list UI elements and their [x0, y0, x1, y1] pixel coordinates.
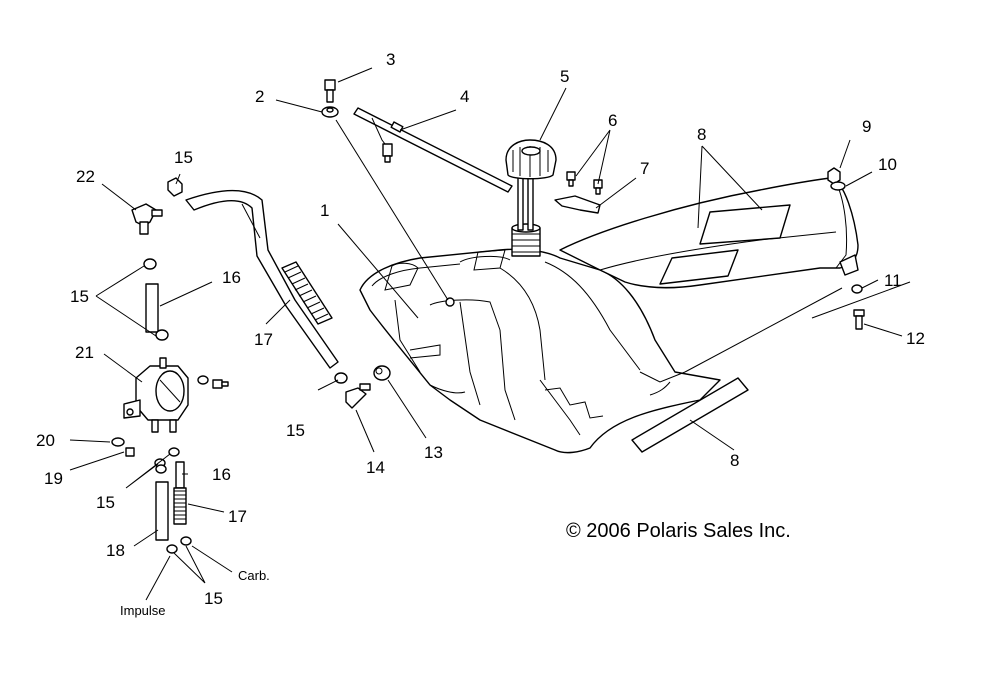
label-impulse: Impulse — [120, 603, 166, 618]
callout-10: 10 — [878, 155, 897, 174]
fuel-cap — [505, 139, 557, 231]
callout-3: 3 — [386, 50, 395, 69]
callout-numbers: 3 2 4 5 6 7 8 9 10 11 12 1 13 14 15 8 17… — [36, 50, 925, 618]
pad-strip — [631, 377, 749, 453]
tank-strap — [684, 287, 843, 373]
screws — [566, 171, 603, 195]
callout-17-lower: 17 — [228, 507, 247, 526]
pump-fasteners — [111, 375, 229, 457]
shutoff-valve — [131, 177, 183, 235]
seat-cover — [559, 177, 859, 289]
fuel-tank — [359, 248, 721, 454]
rubber-mount — [373, 365, 391, 381]
callout-9: 9 — [862, 117, 871, 136]
fuel-pump — [123, 357, 189, 433]
callout-15-top: 15 — [174, 148, 193, 167]
callout-16-lower: 16 — [212, 465, 231, 484]
callout-18: 18 — [106, 541, 125, 560]
nut-and-washer — [827, 167, 846, 191]
bracket — [554, 195, 601, 214]
label-carb: Carb. — [238, 568, 270, 583]
callout-5: 5 — [560, 67, 569, 86]
callout-15-lower: 15 — [96, 493, 115, 512]
fuel-hose — [185, 189, 339, 369]
callout-17-upper: 17 — [254, 330, 273, 349]
copyright-notice: © 2006 Polaris Sales Inc. — [566, 520, 791, 542]
washer-and-bolt — [851, 284, 865, 330]
callout-13: 13 — [424, 443, 443, 462]
vent-check-valve — [324, 79, 336, 103]
callout-21: 21 — [75, 343, 94, 362]
short-hose-assembly — [143, 258, 169, 341]
filler-neck — [511, 223, 541, 257]
vent-line — [353, 107, 513, 193]
callout-19: 19 — [44, 469, 63, 488]
callout-4: 4 — [460, 87, 469, 106]
callout-1: 1 — [320, 201, 329, 220]
callout-7: 7 — [640, 159, 649, 178]
callout-22: 22 — [76, 167, 95, 186]
callout-8-bottom: 8 — [730, 451, 739, 470]
callout-12: 12 — [906, 329, 925, 348]
callout-15-tank: 15 — [286, 421, 305, 440]
elbow-fitting — [345, 383, 371, 409]
grommet — [321, 106, 339, 118]
callout-14: 14 — [366, 458, 385, 477]
callout-6: 6 — [608, 111, 617, 130]
callout-8-top: 8 — [697, 125, 706, 144]
strap-rod — [811, 281, 911, 319]
lower-hoses — [155, 461, 187, 541]
callout-20: 20 — [36, 431, 55, 450]
callout-2: 2 — [255, 87, 264, 106]
callout-15-bottom: 15 — [204, 589, 223, 608]
leader-lines — [69, 67, 903, 601]
lower-clamps — [154, 447, 192, 554]
callout-16-upper: 16 — [222, 268, 241, 287]
callout-15-left: 15 — [70, 287, 89, 306]
hose-clamp — [334, 372, 348, 384]
callout-11: 11 — [884, 271, 902, 290]
